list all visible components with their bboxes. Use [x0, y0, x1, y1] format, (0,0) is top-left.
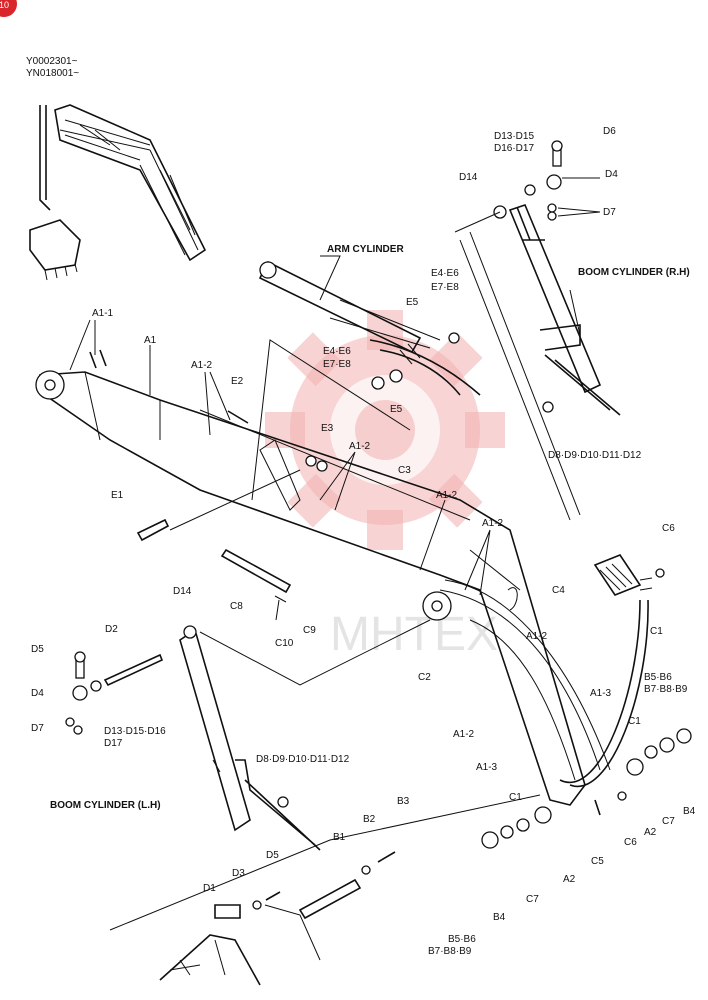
watermark-text: MHTEX	[330, 608, 498, 661]
bottom-pin-parts	[109, 794, 552, 931]
callout-c8: C8	[230, 601, 243, 612]
page-badge: 10	[0, 0, 17, 17]
callout-d16-d17-rh: D16·D17	[494, 143, 534, 154]
callout-e5-top: E5	[406, 297, 419, 308]
fittings-rh	[593, 554, 692, 816]
callout-a1-1: A1-1	[92, 308, 114, 319]
callout-c1-top: C1	[650, 626, 663, 637]
callout-a1-3-bottom: A1-3	[476, 762, 498, 773]
callout-e3: E3	[321, 423, 334, 434]
callout-c3: C3	[398, 465, 411, 476]
pin-parts	[136, 332, 460, 621]
callout-d14-lh: D14	[173, 586, 192, 597]
serial-range-1: Y0002301~	[26, 56, 78, 67]
callout-a1-2-lower: A1-2	[526, 631, 548, 642]
callout-b3: B3	[397, 796, 410, 807]
callout-c6-lower: C6	[624, 837, 637, 848]
arm-cylinder	[258, 255, 481, 396]
callout-b4-right: B4	[683, 806, 696, 817]
callout-d17-lh: D17	[104, 738, 123, 749]
callout-d13-d15-rh: D13·D15	[494, 131, 534, 142]
watermark-logo: MHTEX	[265, 310, 505, 661]
boom-cylinder-lh-title: BOOM CYLINDER (L.H)	[50, 800, 161, 811]
callout-d14-rh: D14	[459, 172, 478, 183]
boom-cylinder-lh	[179, 625, 321, 851]
lh-pin-parts	[65, 651, 164, 735]
callout-d8-d12-lh: D8·D9·D10·D11·D12	[256, 754, 350, 765]
callout-a1-2-right2: A1-2	[482, 518, 504, 529]
callout-c2: C2	[418, 672, 431, 683]
callout-c1-lower: C1	[509, 792, 522, 803]
callout-a1-2-bottom: A1-2	[453, 729, 475, 740]
callout-e2: E2	[231, 376, 244, 387]
callout-b5-b6-bottom: B5·B6	[448, 934, 476, 945]
hoses	[439, 579, 649, 788]
callout-d5-bottom: D5	[266, 850, 279, 861]
excavator-thumbnail	[29, 104, 207, 281]
callout-a2-bottom: A2	[563, 874, 576, 885]
serial-range-2: YN018001~	[26, 68, 79, 79]
callout-e7-e8-mid: E7·E8	[323, 359, 351, 370]
callout-d7-lh: D7	[31, 723, 44, 734]
arm-cylinder-title: ARM CYLINDER	[327, 244, 404, 255]
callout-a1-2-right: A1-2	[436, 490, 458, 501]
callout-c10: C10	[275, 638, 294, 649]
callout-d6-rh: D6	[603, 126, 616, 137]
callout-c9: C9	[303, 625, 316, 636]
callout-d3: D3	[232, 868, 245, 879]
callout-c1-mid: C1	[628, 716, 641, 727]
callout-b7-b9-right: B7·B8·B9	[644, 684, 688, 695]
callout-d5-lh: D5	[31, 644, 44, 655]
callout-labels: D13·D15 D16·D17 D6 D14 D4 D7 E4·E6 E7·E8…	[31, 126, 696, 957]
callout-d2: D2	[105, 624, 118, 635]
callout-b5-b6-right: B5·B6	[644, 672, 672, 683]
callout-a1: A1	[144, 335, 157, 346]
callout-d4-rh: D4	[605, 169, 618, 180]
callout-e5-mid: E5	[390, 404, 403, 415]
callout-c4: C4	[552, 585, 565, 596]
callout-b4-bottom: B4	[493, 912, 506, 923]
boom	[35, 349, 586, 806]
callout-c6-top: C6	[662, 523, 675, 534]
callout-a1-3-top: A1-3	[590, 688, 612, 699]
callout-c7-right: C7	[662, 816, 675, 827]
boom-cylinder-rh	[493, 204, 621, 416]
callout-c5: C5	[591, 856, 604, 867]
callout-d13-d15-d16-lh: D13·D15·D16	[104, 726, 166, 737]
callout-a1-2-left: A1-2	[191, 360, 213, 371]
callout-e4-e6-mid: E4·E6	[323, 346, 351, 357]
callout-b7-b9-bottom: B7·B8·B9	[428, 946, 472, 957]
callout-b1: B1	[333, 832, 346, 843]
callout-e4-e6-top: E4·E6	[431, 268, 459, 279]
callout-d7-rh: D7	[603, 207, 616, 218]
callout-a1-2-center: A1-2	[349, 441, 371, 452]
callout-d1: D1	[203, 883, 216, 894]
base-frame	[159, 904, 321, 986]
callout-b2: B2	[363, 814, 376, 825]
callout-e7-e8-top: E7·E8	[431, 282, 459, 293]
page-badge-number: 10	[0, 0, 9, 10]
callout-e1: E1	[111, 490, 124, 501]
rh-pin-parts	[454, 140, 601, 516]
callout-d8-d12-rh: D8·D9·D10·D11·D12	[548, 450, 642, 461]
boom-cylinder-rh-title: BOOM CYLINDER (R.H)	[578, 267, 690, 278]
callout-c7-bottom: C7	[526, 894, 539, 905]
leader-lines	[69, 239, 571, 686]
callout-d4-lh: D4	[31, 688, 44, 699]
callout-a2-right: A2	[644, 827, 657, 838]
